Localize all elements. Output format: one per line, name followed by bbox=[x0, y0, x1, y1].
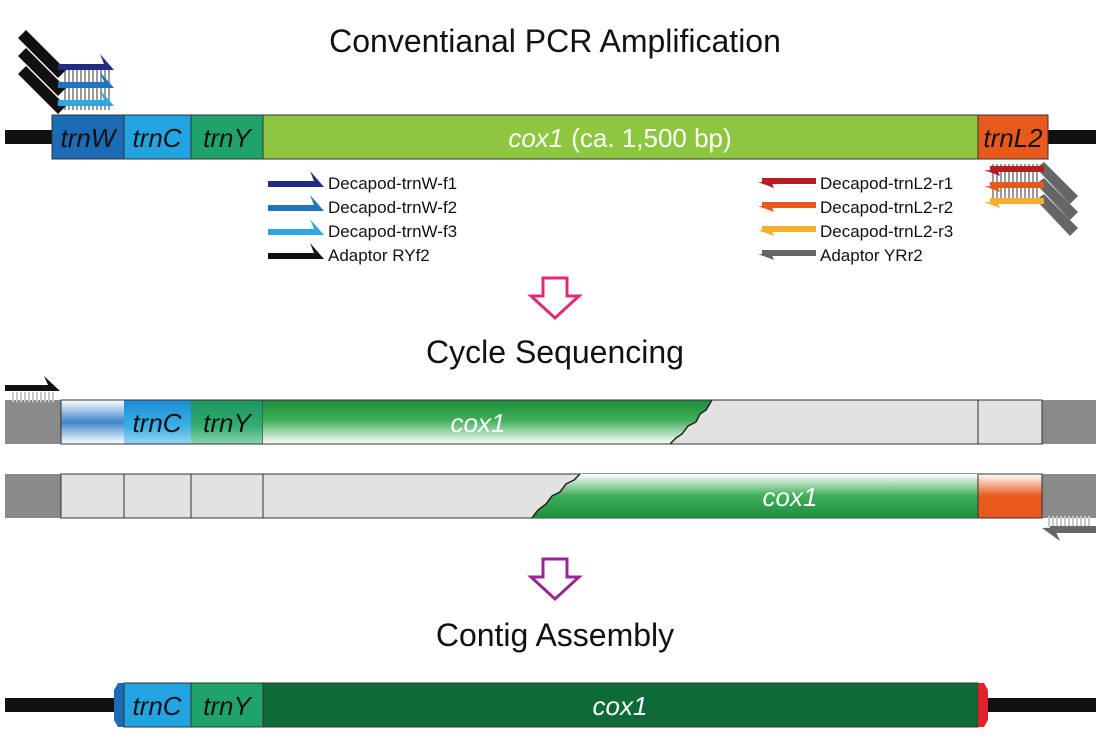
label-trnY: trnY bbox=[203, 123, 252, 153]
legend-f3-label: Decapod-trnW-f3 bbox=[328, 222, 457, 241]
legend-f2-label: Decapod-trnW-f2 bbox=[328, 198, 457, 217]
legend-adaptor-f-arrow bbox=[268, 243, 324, 259]
contig-trnL2-sliver bbox=[978, 683, 988, 727]
legend-adaptor-f-label: Adaptor RYf2 bbox=[328, 246, 430, 265]
label-cox1-size: (ca. 1,500 bp) bbox=[571, 123, 731, 153]
cycle-fwd-outline bbox=[60, 399, 1043, 445]
cycle-fwd-primer-arrow bbox=[5, 376, 60, 391]
cycle-fwd-trnW-fade bbox=[61, 400, 124, 444]
pcr-amplicon: trnW trnC trnY cox1 (ca. 1,500 bp) trnL2 bbox=[51, 114, 1049, 160]
title-cycle: Cycle Sequencing bbox=[426, 334, 684, 370]
cycle-rev-cox1-green bbox=[532, 474, 978, 518]
primer-r3-bar bbox=[990, 198, 1044, 204]
legend-reverse: Decapod-trnL2-r1 Decapod-trnL2-r2 Decapo… bbox=[758, 174, 953, 265]
label-trnW: trnW bbox=[61, 123, 118, 153]
segment-cox1 bbox=[262, 114, 979, 160]
label-cox1: cox1 (ca. 1,500 bp) bbox=[508, 123, 731, 153]
cycle-fwd-trnY bbox=[191, 400, 263, 444]
contig-backbone-right bbox=[984, 698, 1096, 712]
label-trnL2: trnL2 bbox=[983, 123, 1043, 153]
cycle-rev-primer-bar bbox=[1050, 526, 1096, 533]
cycle-fwd-cox1-green bbox=[263, 400, 712, 444]
segment-trnL2 bbox=[977, 114, 1049, 160]
legend-r3-label: Decapod-trnL2-r3 bbox=[820, 222, 953, 241]
legend-adaptor-r-label: Adaptor YRr2 bbox=[820, 246, 923, 265]
forward-primer-stack bbox=[18, 30, 114, 114]
segment-trnC bbox=[123, 114, 192, 160]
segment-trnY bbox=[190, 114, 264, 160]
legend-adaptor-r-bar bbox=[762, 250, 816, 256]
cycle-rev-grey-right bbox=[1042, 474, 1096, 518]
contig-label-cox1: cox1 bbox=[593, 691, 648, 721]
legend-f1-arrow bbox=[268, 171, 324, 187]
primer-f1-arrow bbox=[58, 54, 114, 70]
backbone-left bbox=[5, 130, 53, 144]
adaptor-rev-line-2 bbox=[1036, 178, 1078, 220]
cycle-rev-label-cox1: cox1 bbox=[763, 482, 818, 512]
label-cox1-name: cox1 bbox=[508, 123, 563, 153]
legend-forward: Decapod-trnW-f1 Decapod-trnW-f2 Decapod-… bbox=[268, 171, 457, 265]
contig-trnW-sliver bbox=[114, 683, 124, 727]
primer-f2-arrow bbox=[58, 72, 114, 88]
cycle-rev-outline bbox=[977, 473, 1043, 519]
contig-label-trnC: trnC bbox=[132, 691, 181, 721]
adaptor-line-2 bbox=[18, 48, 66, 96]
cycle-reverse-read: cox1 bbox=[5, 473, 1096, 541]
cycle-forward-read: trnC trnY cox1 bbox=[5, 376, 1096, 445]
legend-r2-bar bbox=[762, 202, 816, 208]
adaptor-rev-line-1 bbox=[1036, 162, 1078, 204]
legend-f1-label: Decapod-trnW-f1 bbox=[328, 174, 457, 193]
cycle-rev-grey-left bbox=[5, 474, 61, 518]
contig-trnC bbox=[123, 682, 192, 728]
primer-f3-arrow bbox=[58, 90, 114, 106]
cycle-rev-edge bbox=[531, 473, 581, 519]
segment-trnW bbox=[51, 114, 125, 160]
cycle-fwd-label-trnC: trnC bbox=[132, 408, 181, 438]
primer-r2-bar bbox=[990, 182, 1044, 188]
cycle-fwd-trnL2-box bbox=[977, 399, 1043, 445]
primer-r1-bar bbox=[990, 166, 1044, 172]
cycle-rev-ticks bbox=[1046, 516, 1092, 526]
contig-label-trnY: trnY bbox=[203, 691, 252, 721]
down-arrow-purple-icon bbox=[527, 557, 583, 602]
cycle-fwd-trnC bbox=[124, 400, 191, 444]
title-pcr: Conventianal PCR Amplification bbox=[329, 23, 781, 59]
adaptor-rev-line-3 bbox=[1036, 194, 1078, 236]
legend-f3-arrow bbox=[268, 219, 324, 235]
legend-r3-bar bbox=[762, 226, 816, 232]
cycle-fwd-label-cox1: cox1 bbox=[451, 408, 506, 438]
adaptor-line-3 bbox=[18, 66, 66, 114]
cycle-fwd-label-trnY: trnY bbox=[203, 408, 252, 438]
label-trnC: trnC bbox=[132, 123, 181, 153]
legend-r2-label: Decapod-trnL2-r2 bbox=[820, 198, 953, 217]
legend-r1-label: Decapod-trnL2-r1 bbox=[820, 174, 953, 193]
legend-f2-arrow bbox=[268, 195, 324, 211]
cycle-fwd-ticks bbox=[10, 392, 56, 402]
cycle-fwd-grey-left bbox=[5, 400, 61, 444]
contig-backbone-left bbox=[5, 698, 117, 712]
contig: trnC trnY cox1 bbox=[5, 682, 1096, 728]
contig-cox1 bbox=[262, 682, 979, 728]
title-contig: Contig Assembly bbox=[436, 617, 674, 653]
reverse-primer-stack bbox=[984, 162, 1078, 236]
backbone-right bbox=[1048, 130, 1096, 144]
cycle-fwd-edge bbox=[669, 399, 713, 445]
down-arrow-pink-icon bbox=[527, 276, 583, 321]
contig-trnY bbox=[190, 682, 264, 728]
cycle-fwd-grey-right bbox=[1042, 400, 1096, 444]
legend-r1-bar bbox=[762, 178, 816, 184]
cycle-rev-trnL2 bbox=[978, 474, 1042, 518]
adaptor-line-1 bbox=[18, 30, 66, 78]
